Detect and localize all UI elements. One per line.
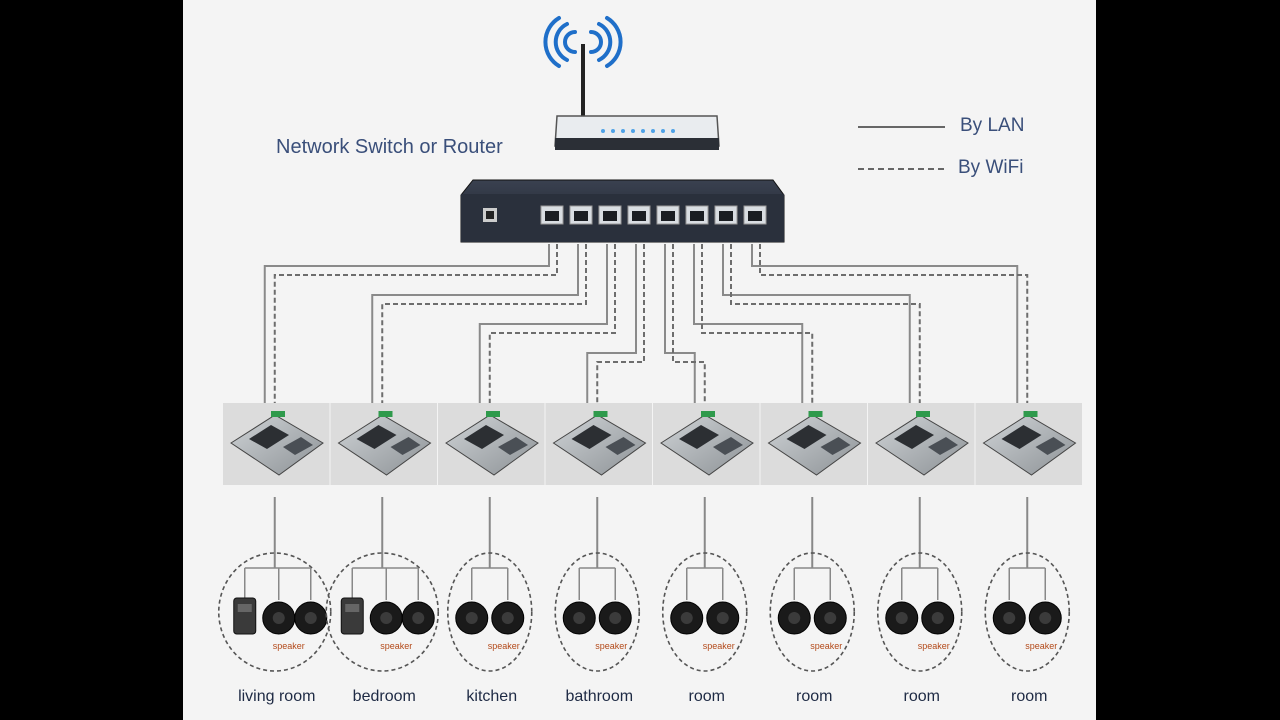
speaker-icon [777, 601, 811, 635]
room-label: living room [238, 688, 316, 705]
audio-board-icon [223, 403, 330, 485]
lan-connection-line [751, 244, 1019, 403]
room-label: kitchen [466, 688, 518, 705]
speaker-icon [992, 601, 1026, 635]
speaker-caption: speaker [918, 641, 950, 651]
wifi-connection-line [759, 244, 1029, 403]
room-zone-outline [325, 552, 440, 672]
speaker-icon [706, 601, 740, 635]
speaker-icon [598, 601, 632, 635]
speaker-icon [491, 601, 525, 635]
audio-board-icon [330, 403, 437, 485]
wifi-connection-line [701, 244, 814, 403]
wifi-connection-line [730, 244, 921, 403]
audio-boards [223, 403, 1082, 485]
legend-wifi-label: By WiFi [958, 157, 1024, 178]
lan-connection-line [478, 244, 608, 403]
speaker-caption: speaker [595, 641, 627, 651]
speaker-group: speaker [769, 497, 856, 672]
switch-port-icon [627, 205, 651, 225]
network-diagram: speaker speaker speaker speaker speaker speak… [217, 16, 1082, 672]
room-zone-outline [984, 552, 1071, 672]
room-zone-outline [769, 552, 856, 672]
speaker-group: speaker [984, 497, 1071, 672]
switch-port-icon [569, 205, 593, 225]
speaker-caption: speaker [273, 641, 305, 651]
speaker-group: speaker [661, 497, 748, 672]
switch-port-icon [540, 205, 564, 225]
connection-lines [263, 244, 1029, 403]
wifi-connection-line [381, 244, 587, 403]
speaker-groups: speaker speaker speaker speaker speaker speak… [217, 497, 1071, 672]
speaker-caption: speaker [810, 641, 842, 651]
speaker-icon [455, 601, 489, 635]
speaker-group: speaker [554, 497, 641, 672]
room-label: room [1011, 688, 1048, 705]
audio-board-icon [760, 403, 867, 485]
room-zone-outline [554, 552, 641, 672]
wifi-connection-line [273, 244, 558, 403]
room-label: bedroom [352, 688, 416, 705]
router-icon [554, 44, 720, 150]
audio-board-icon [545, 403, 652, 485]
room-label: room [688, 688, 725, 705]
speaker-group: speaker [876, 497, 963, 672]
room-zone-outline [446, 552, 533, 672]
speaker-caption: speaker [1025, 641, 1057, 651]
amplifier-icon [233, 597, 257, 635]
switch-port-icon [685, 205, 709, 225]
legend [858, 126, 945, 170]
speaker-icon [294, 601, 328, 635]
speaker-icon [262, 601, 296, 635]
audio-board-icon [653, 403, 760, 485]
wifi-connection-line [672, 244, 706, 403]
speaker-icon [369, 601, 403, 635]
legend-lan-label: By LAN [960, 115, 1025, 136]
switch-port-icon [598, 205, 622, 225]
audio-board-icon [975, 403, 1082, 485]
speaker-icon [921, 601, 955, 635]
audio-board-icon [438, 403, 545, 485]
lan-connection-line [263, 244, 550, 403]
switch-port-icon [714, 205, 738, 225]
speaker-caption: speaker [488, 641, 520, 651]
speaker-group: speaker [325, 497, 440, 672]
wifi-connection-line [488, 244, 616, 403]
wifi-signal-icon [543, 16, 623, 68]
lan-connection-line [664, 244, 696, 403]
speaker-icon [885, 601, 919, 635]
lan-connection-line [722, 244, 911, 403]
amplifier-icon [340, 597, 364, 635]
room-zone-outline [661, 552, 748, 672]
diagram-title: Network Switch or Router [276, 136, 503, 158]
speaker-icon [813, 601, 847, 635]
speaker-icon [401, 601, 435, 635]
speaker-icon [562, 601, 596, 635]
lan-connection-line [371, 244, 579, 403]
room-zone-outline [876, 552, 963, 672]
wifi-connection-line [596, 244, 645, 403]
speaker-group: speaker [446, 497, 533, 672]
lan-connection-line [586, 244, 637, 403]
room-zone-outline [217, 552, 332, 672]
audio-board-icon [868, 403, 975, 485]
room-label: room [796, 688, 833, 705]
speaker-icon [1028, 601, 1062, 635]
room-label: room [903, 688, 940, 705]
diagram-canvas: speaker speaker speaker speaker speaker speak… [183, 0, 1096, 720]
switch-port-icon [743, 205, 767, 225]
lan-connection-line [693, 244, 804, 403]
switch-port-icon [656, 205, 680, 225]
network-switch-icon [460, 179, 785, 243]
speaker-caption: speaker [703, 641, 735, 651]
speaker-group: speaker [217, 497, 332, 672]
speaker-icon [670, 601, 704, 635]
speaker-caption: speaker [380, 641, 412, 651]
room-label: bathroom [565, 688, 634, 705]
